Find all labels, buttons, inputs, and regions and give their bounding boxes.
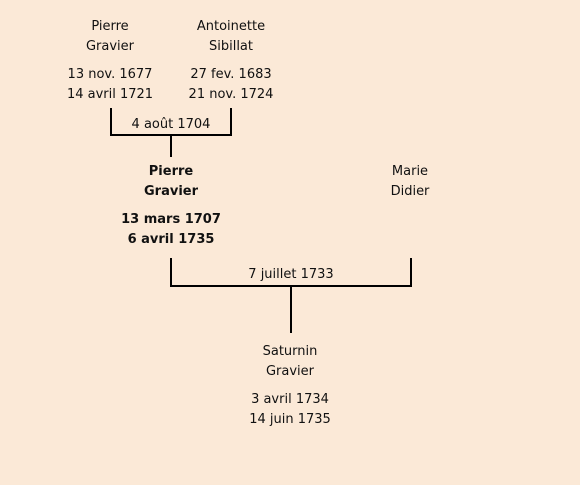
father-last-name: Gravier (85, 39, 135, 54)
child-first-name: Saturnin (262, 344, 318, 359)
marriage-connector-right (410, 258, 412, 287)
father-death-date: 14 avril 1721 (66, 87, 154, 102)
marriage-connector-down (290, 285, 292, 333)
father-birth-date: 13 nov. 1677 (67, 67, 153, 82)
mother-last-name: Sibillat (208, 39, 253, 54)
person-subject[interactable]: Pierre Gravier 13 mars 1707 6 avril 1735 (111, 162, 231, 250)
subject-birth-date: 13 mars 1707 (121, 212, 221, 227)
subject-marriage-date: 7 juillet 1733 (248, 267, 334, 282)
person-spouse[interactable]: Marie Didier (350, 162, 470, 202)
parents-connector-down (170, 134, 172, 157)
spouse-first-name: Marie (391, 164, 429, 179)
mother-birth-date: 27 fev. 1683 (190, 67, 272, 82)
child-death-date: 14 juin 1735 (249, 412, 331, 427)
parents-connector-right (230, 108, 232, 136)
child-last-name: Gravier (265, 364, 315, 379)
person-father[interactable]: Pierre Gravier 13 nov. 1677 14 avril 172… (50, 17, 170, 105)
spouse-last-name: Didier (390, 184, 430, 199)
father-first-name: Pierre (91, 19, 129, 34)
person-mother[interactable]: Antoinette Sibillat 27 fev. 1683 21 nov.… (166, 17, 296, 105)
mother-first-name: Antoinette (196, 19, 266, 34)
marriage-connector-left (170, 258, 172, 287)
child-birth-date: 3 avril 1734 (251, 392, 329, 407)
person-child[interactable]: Saturnin Gravier 3 avril 1734 14 juin 17… (230, 342, 350, 430)
subject-first-name: Pierre (148, 164, 194, 179)
parents-marriage-date: 4 août 1704 (131, 117, 211, 132)
mother-death-date: 21 nov. 1724 (188, 87, 274, 102)
parents-connector-left (110, 108, 112, 136)
subject-death-date: 6 avril 1735 (127, 232, 215, 247)
subject-last-name: Gravier (143, 184, 198, 199)
